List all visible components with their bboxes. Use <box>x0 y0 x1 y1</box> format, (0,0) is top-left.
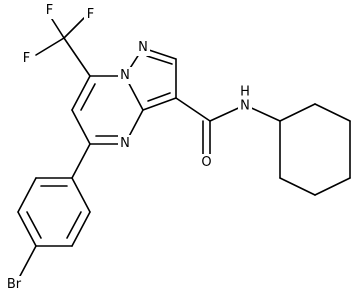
bond-cy5-cy6 <box>279 177 316 196</box>
bond-c7-cf3 <box>63 37 91 77</box>
bond-c7-c6-inner <box>80 83 96 111</box>
bond-c3-camide <box>175 97 211 122</box>
bond-c6-c5 <box>71 109 91 145</box>
bond-c5-ph1 <box>71 143 91 179</box>
bond-c-f2 <box>63 17 85 39</box>
bond-ph2-ph3 <box>17 177 37 213</box>
bond-ph6-ph1 <box>71 177 91 213</box>
atom-n-pyrazole: N <box>138 40 148 55</box>
bond-cy1-cy2 <box>279 103 316 122</box>
atom-n-amide: N <box>240 99 250 114</box>
bond-c-f3 <box>35 37 65 56</box>
pyrazole-ring <box>124 47 177 111</box>
atom-n-bridge: N <box>120 68 130 83</box>
carboxamide-group <box>175 97 246 156</box>
bond-c-f1 <box>49 15 65 39</box>
bond-ph3-ph4-inner <box>26 211 42 239</box>
bond-ph5-ph6 <box>71 211 91 247</box>
bond-c3-c3a <box>142 97 177 111</box>
cyclohexyl-ring <box>244 103 351 196</box>
atom-f1: F <box>46 3 53 18</box>
atom-n-pyrimidine: N <box>120 136 130 151</box>
atom-labels: F F F N N N O H N Br <box>2 2 252 293</box>
bromophenyl-ring <box>17 143 91 277</box>
trifluoromethyl-group <box>35 15 91 77</box>
bond-c3-c3a-inner <box>147 92 171 102</box>
atom-f2: F <box>87 7 94 22</box>
atom-br: Br <box>7 277 22 292</box>
pyrimidine-ring <box>71 75 144 145</box>
bond-c7-c6 <box>71 75 91 111</box>
bond-cy2-cy3 <box>314 103 351 122</box>
bond-n2-c2-inner <box>146 55 173 65</box>
atom-o-carbonyl: O <box>201 155 211 170</box>
atom-f3: F <box>23 51 30 66</box>
bond-ph5-ph6-inner <box>66 211 82 239</box>
atom-h-amide: H <box>240 85 250 100</box>
bond-cy4-cy5 <box>314 177 351 196</box>
bond-ph3-ph4 <box>17 211 37 247</box>
bond-ph4-br <box>19 245 37 277</box>
